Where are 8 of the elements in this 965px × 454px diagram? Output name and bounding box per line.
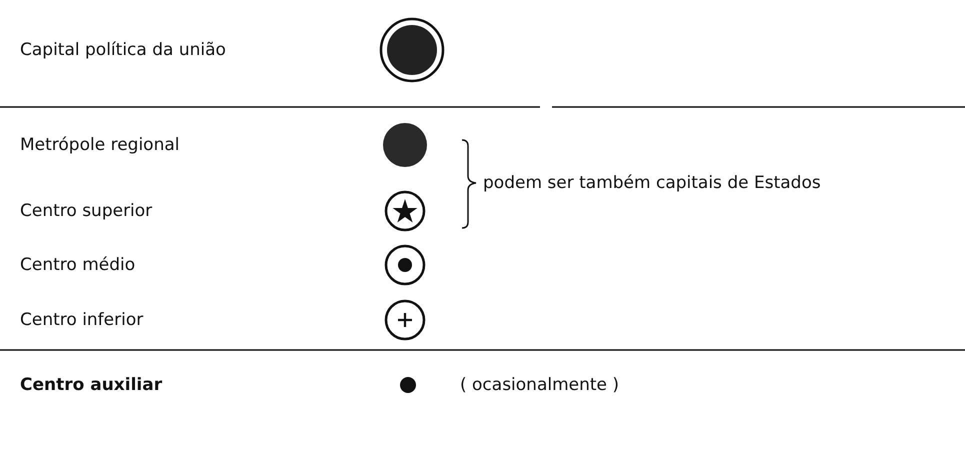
legend-text: Capital política da união: [20, 40, 226, 60]
legend-text: Centro médio: [20, 255, 136, 275]
legend-text: Metrópole regional: [20, 135, 180, 155]
note-text: podem ser também capitais de Estados: [483, 173, 821, 193]
legend-text: Centro auxiliar: [20, 375, 162, 395]
note-text: ( ocasionalmente ): [460, 375, 620, 395]
legend-text: Centro superior: [20, 201, 152, 221]
legend-text: Centro inferior: [20, 310, 144, 330]
